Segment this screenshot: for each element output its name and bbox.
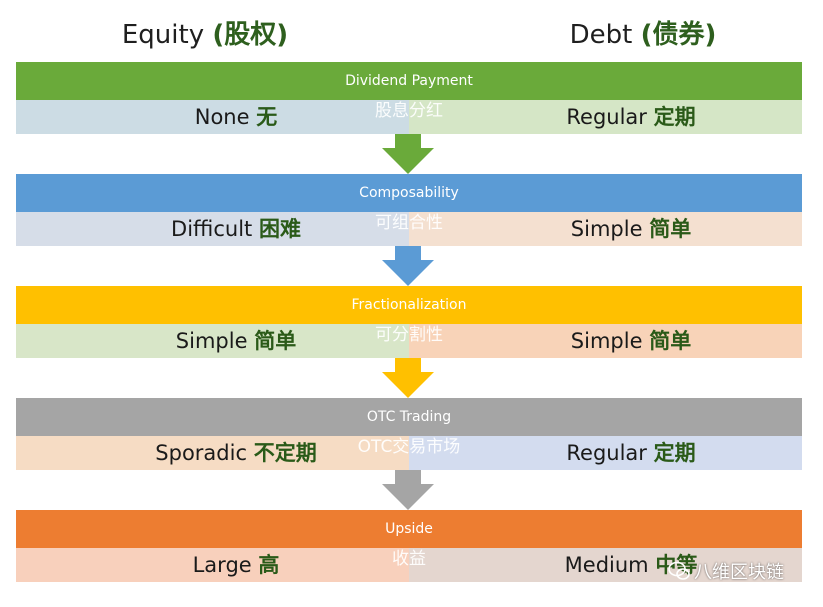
- equity-value: Sporadic 不定期: [155, 441, 317, 465]
- down-arrow-icon: [382, 246, 434, 286]
- comparison-row: Difficult 困难 可组合性 Simple 简单: [16, 212, 802, 246]
- section-dividend-payment: Dividend Payment None 无 股息分红 Regular 定期: [16, 62, 802, 134]
- debt-value: Simple 简单: [570, 217, 692, 241]
- equity-cell-bg: [16, 436, 409, 470]
- debt-column-header: Debt (债券): [558, 18, 728, 52]
- watermark-text: 八维区块链: [694, 562, 784, 583]
- section-title-band: OTC Trading: [16, 398, 802, 436]
- equity-cell-bg: [16, 212, 409, 246]
- debt-value: Regular 定期: [566, 105, 696, 129]
- equity-value: None 无: [194, 105, 278, 129]
- debt-cell-bg: [409, 548, 802, 582]
- watermark: 八维区块链: [668, 556, 808, 586]
- equity-column-header: Equity (股权): [110, 18, 300, 52]
- section-title-band: Upside: [16, 510, 802, 548]
- equity-header-label: Equity: [121, 20, 205, 50]
- section-upside: Upside Large 高 收益 Medium 中等: [16, 510, 802, 582]
- debt-header-cn: (债券): [640, 20, 717, 50]
- equity-value: Large 高: [192, 553, 280, 577]
- comparison-row: Sporadic 不定期 OTC交易市场 Regular 定期: [16, 436, 802, 470]
- section-title-band: Fractionalization: [16, 286, 802, 324]
- section-title-band: Dividend Payment: [16, 62, 802, 100]
- down-arrow-icon: [382, 358, 434, 398]
- debt-cell-bg: [409, 436, 802, 470]
- equity-value: Difficult 困难: [171, 217, 301, 241]
- down-arrow-icon: [382, 470, 434, 510]
- debt-value: Simple 简单: [570, 329, 692, 353]
- debt-cell-bg: [409, 100, 802, 134]
- section-composability: Composability Difficult 困难 可组合性 Simple 简…: [16, 174, 802, 246]
- down-arrow-icon: [382, 134, 434, 174]
- equity-cell-bg: [16, 324, 409, 358]
- section-title-band: Composability: [16, 174, 802, 212]
- chat-bubble-icon: [668, 561, 690, 580]
- section-title-cn: 可组合性: [375, 213, 443, 233]
- section-fractionalization: Fractionalization Simple 简单 可分割性 Simple …: [16, 286, 802, 358]
- section-title-cn: OTC交易市场: [357, 437, 461, 457]
- comparison-row: Large 高 收益 Medium 中等: [16, 548, 802, 582]
- equity-cell-bg: [16, 548, 409, 582]
- section-title-cn: 收益: [392, 549, 426, 569]
- section-title-cn: 股息分红: [375, 101, 443, 121]
- equity-header-cn: (股权): [212, 20, 289, 50]
- equity-cell-bg: [16, 100, 409, 134]
- comparison-row: Simple 简单 可分割性 Simple 简单: [16, 324, 802, 358]
- debt-cell-bg: [409, 212, 802, 246]
- debt-header-label: Debt: [569, 20, 633, 50]
- debt-value: Medium 中等: [564, 553, 698, 577]
- section-otc-trading: OTC Trading Sporadic 不定期 OTC交易市场 Regular…: [16, 398, 802, 470]
- equity-value: Simple 简单: [175, 329, 297, 353]
- comparison-row: None 无 股息分红 Regular 定期: [16, 100, 802, 134]
- debt-value: Regular 定期: [566, 441, 696, 465]
- debt-cell-bg: [409, 324, 802, 358]
- section-title-cn: 可分割性: [375, 325, 443, 345]
